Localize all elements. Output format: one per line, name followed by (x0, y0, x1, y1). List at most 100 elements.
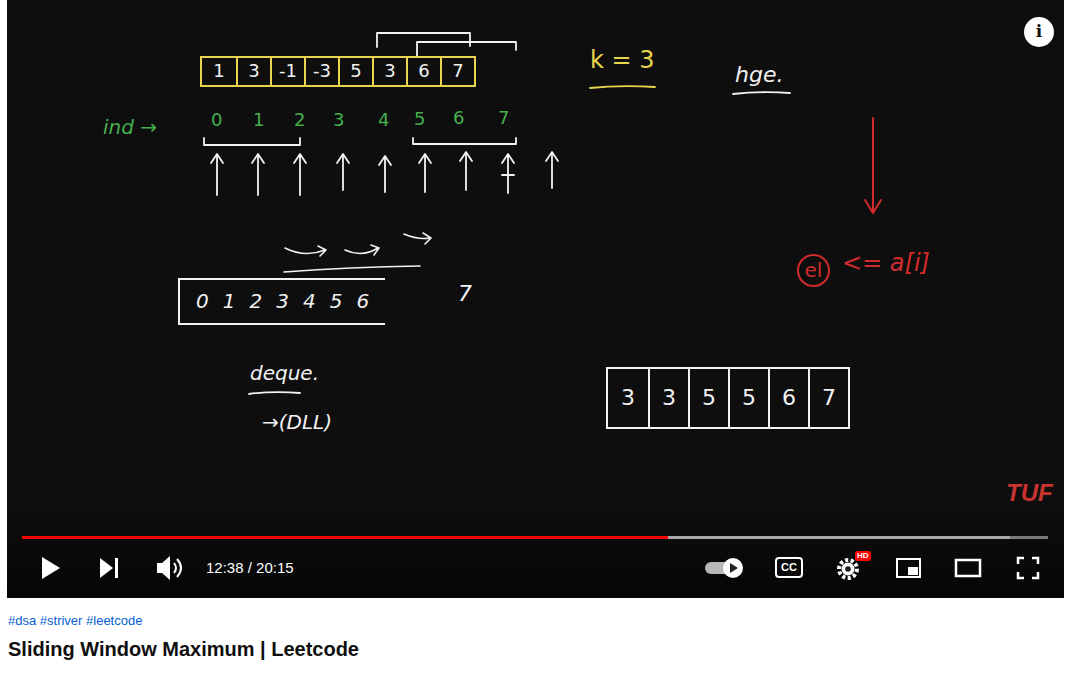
curved-arrow (404, 233, 431, 244)
hashtags: #dsa #striver #leetcode (8, 614, 142, 629)
curved-arrow (345, 245, 379, 255)
up-arrow (379, 156, 391, 192)
cc-button: CC (775, 557, 803, 578)
curved-arrow (285, 246, 326, 256)
fullscreen-icon (1018, 558, 1038, 578)
next-icon-bar (115, 558, 118, 578)
autoplay-knob (723, 558, 743, 578)
condition-note: <= a[i] (842, 250, 930, 278)
window-line (284, 266, 420, 272)
cell-value: 6 (418, 61, 429, 82)
cell-value: 3 (662, 385, 676, 410)
index-number: 6 (453, 108, 464, 129)
underline (249, 392, 300, 394)
video-title: Sliding Window Maximum | Leetcode (8, 638, 359, 661)
deque-value: 1 (223, 290, 236, 313)
deque-box: 0123456 (178, 278, 385, 325)
progress-track (22, 536, 1048, 539)
array-cell: -3 (304, 58, 338, 85)
array-cell: 3 (648, 369, 688, 427)
index-bracket (413, 138, 516, 144)
red-arrow (865, 118, 881, 213)
gear-teeth (839, 560, 857, 578)
pointer-arrows (211, 152, 558, 195)
video-frame (7, 0, 1064, 598)
index-number: 1 (253, 110, 264, 131)
element-circle: el (797, 254, 830, 287)
cell-value: 6 (782, 385, 796, 410)
cell-value: 3 (621, 385, 635, 410)
array-cell: 3 (608, 369, 648, 427)
volume-icon (157, 556, 170, 580)
watermark: TUF (1006, 479, 1053, 507)
miniplayer-icon (897, 559, 920, 577)
array-cell: 5 (338, 58, 372, 85)
array-cell: 5 (728, 369, 768, 427)
array-cell: 7 (808, 369, 848, 427)
array-cell: 6 (768, 369, 808, 427)
deque-value: 4 (303, 290, 316, 313)
array-box: 13-1-35367 (200, 56, 476, 87)
progress-buffer (22, 536, 1010, 539)
array-cell: 5 (688, 369, 728, 427)
volume-waves (174, 559, 181, 577)
index-number: 5 (414, 109, 425, 130)
time-display: 12:38 / 20:15 (206, 559, 294, 576)
hd-badge: HD (855, 551, 871, 561)
array-cell: 3 (236, 58, 270, 85)
cell-value: 3 (384, 61, 395, 82)
deque-value: 0 (196, 290, 209, 313)
array-cell: -1 (270, 58, 304, 85)
cell-value: -3 (313, 61, 331, 82)
cell-value: 5 (742, 385, 756, 410)
circle-text: i (1036, 22, 1042, 42)
circle-text: el (805, 259, 823, 282)
gear-hole (845, 566, 851, 572)
note: hge. (735, 62, 783, 87)
cell-value: 5 (702, 385, 716, 410)
sliding-arrows (284, 233, 431, 272)
underlines (249, 86, 790, 394)
dll-note: →(DLL) (262, 411, 332, 434)
window-bracket (377, 33, 470, 47)
index-number: 3 (333, 110, 344, 131)
hd-text: HD (857, 551, 869, 561)
index-brackets (204, 138, 516, 145)
cell-value: 3 (248, 61, 259, 82)
index-number: 2 (294, 110, 305, 131)
up-arrow (337, 154, 349, 190)
underline (590, 86, 655, 88)
underline (733, 92, 790, 94)
index-number: 4 (378, 110, 389, 131)
window-brackets (377, 33, 516, 57)
controls-shade (7, 500, 1064, 598)
up-arrow (460, 152, 472, 190)
up-arrow (546, 152, 558, 188)
deque-label: deque. (250, 362, 319, 385)
up-arrow (419, 154, 431, 192)
theater-icon (956, 560, 980, 576)
miniplayer-inset (908, 567, 918, 575)
array-cell: 3 (372, 58, 406, 85)
index-number: 0 (211, 110, 222, 131)
up-arrow (294, 154, 306, 195)
deque-value: 6 (356, 290, 369, 313)
autoplay-play (730, 563, 738, 573)
cell-value: 7 (452, 61, 463, 82)
array-cell: 6 (406, 58, 440, 85)
up-arrow (502, 154, 514, 193)
deque-value: 3 (276, 290, 289, 313)
window-size: k = 3 (590, 47, 655, 75)
gear-body (842, 563, 855, 576)
deque-value: 7 (458, 281, 472, 306)
result-box: 3 3 5 5 67 (606, 367, 850, 429)
index-bracket (204, 138, 300, 145)
deque-value: 5 (330, 290, 343, 313)
array-cell: 7 (440, 58, 474, 85)
index-label: ind → (103, 116, 157, 139)
next-icon (100, 558, 113, 578)
cc-text: CC (781, 561, 797, 574)
array-cell: 1 (202, 58, 236, 85)
